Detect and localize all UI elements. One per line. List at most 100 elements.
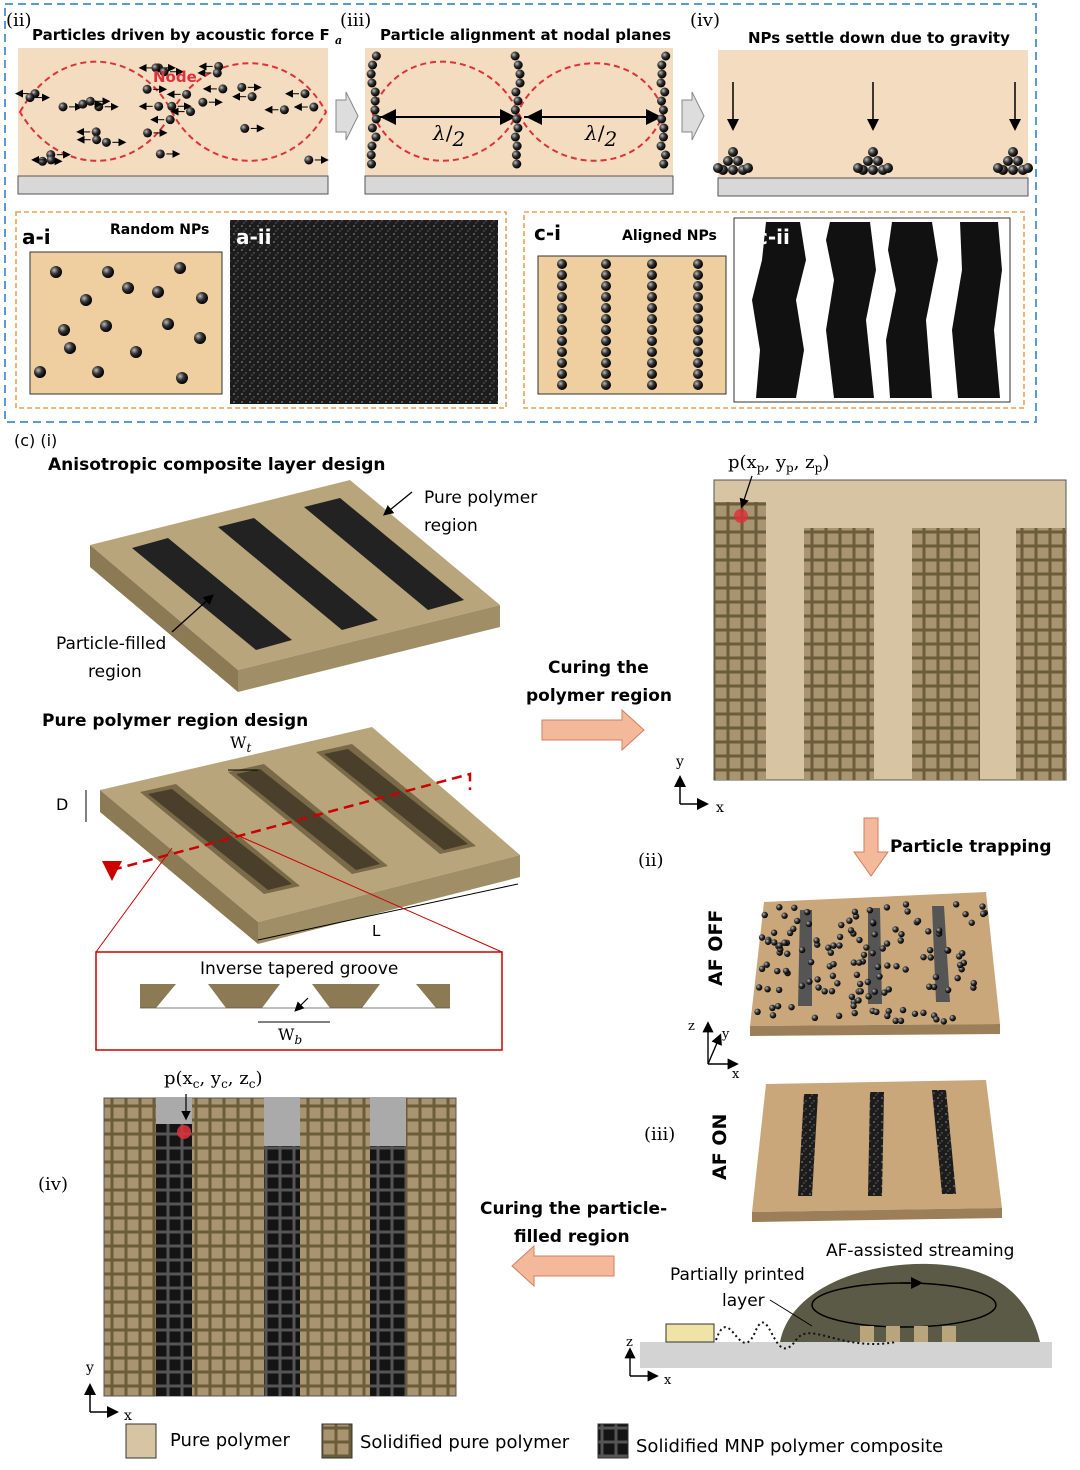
nanoparticle xyxy=(902,966,909,973)
groove-trapezoid xyxy=(416,984,450,1008)
nanoparticle xyxy=(959,950,966,957)
nanoparticle xyxy=(874,963,882,971)
nanoparticle xyxy=(782,967,790,975)
filled-region-label-2: region xyxy=(88,662,142,682)
nanoparticle xyxy=(871,931,878,938)
nanoparticle xyxy=(515,78,525,88)
nanoparticle xyxy=(80,294,92,306)
wb-label: Wb xyxy=(278,1025,302,1047)
nanoparticle xyxy=(885,1007,892,1015)
a-ii-label: a-ii xyxy=(236,225,272,249)
nanoparticle xyxy=(658,132,668,142)
streaming-label: AF-assisted streaming xyxy=(826,1241,1014,1261)
nanoparticle xyxy=(850,1002,857,1010)
groove-title: Inverse tapered groove xyxy=(200,959,398,979)
nanoparticle xyxy=(162,318,174,330)
nanoparticle xyxy=(871,988,878,995)
pure-region-label: Pure polymer xyxy=(424,488,537,508)
nanoparticle xyxy=(218,84,228,94)
nanoparticle xyxy=(830,960,837,968)
layer-tab xyxy=(914,1326,928,1342)
nanoparticle xyxy=(851,1009,858,1017)
nanoparticle xyxy=(515,69,525,79)
nanoparticle xyxy=(647,303,657,313)
composite-column xyxy=(370,1146,406,1396)
nanoparticle xyxy=(693,270,703,280)
nanoparticle xyxy=(855,959,863,966)
nanoparticle xyxy=(58,102,68,112)
nanoparticle xyxy=(512,159,522,169)
nanoparticle xyxy=(647,336,657,346)
nanoparticle xyxy=(94,102,104,112)
nanoparticle xyxy=(557,358,567,368)
nanoparticle xyxy=(825,944,832,951)
nanoparticle xyxy=(657,114,667,124)
nanoparticle xyxy=(656,78,666,88)
curing2-label: Curing the particle- xyxy=(480,1199,667,1219)
nanoparticle xyxy=(968,919,975,926)
nanoparticle xyxy=(728,165,738,175)
lambda-half-2: λ/2 xyxy=(584,121,617,151)
nanoparticle xyxy=(511,150,521,160)
pure-design-title: Pure polymer region design xyxy=(42,711,308,731)
nanoparticle xyxy=(873,156,883,166)
c-ii-stripe xyxy=(952,222,1002,398)
nanoparticle xyxy=(911,1010,919,1017)
nanoparticle xyxy=(601,347,611,357)
nanoparticle xyxy=(647,369,657,379)
nanoparticle xyxy=(92,135,102,145)
nanoparticle xyxy=(601,259,611,269)
nanoparticle xyxy=(743,163,753,173)
nanoparticle xyxy=(122,282,134,294)
nanoparticle xyxy=(46,155,56,165)
nanoparticle xyxy=(513,60,523,70)
panel-ii-title-sub: a xyxy=(335,34,342,47)
wt-label: Wt xyxy=(230,733,251,755)
nanoparticle xyxy=(869,919,877,926)
nanoparticle xyxy=(856,936,863,944)
nanoparticle xyxy=(647,259,657,269)
nanoparticle xyxy=(868,147,878,157)
arrow-right-icon xyxy=(541,708,645,752)
legend-swatch-composite xyxy=(597,1423,629,1459)
nanoparticle xyxy=(902,901,910,908)
nanoparticle xyxy=(279,105,289,115)
nanoparticle xyxy=(954,974,961,982)
nanoparticle xyxy=(647,270,657,280)
nanoparticle xyxy=(647,358,657,368)
nanoparticle xyxy=(159,67,169,77)
nanoparticle xyxy=(174,262,186,274)
nanoparticle xyxy=(774,1002,782,1010)
nanoparticle xyxy=(775,986,783,994)
pointer-line xyxy=(171,594,214,633)
nanoparticle xyxy=(100,320,112,332)
panel-iii-label: (iii) xyxy=(340,10,371,31)
nanoparticle xyxy=(834,980,841,987)
axis-z-label: z xyxy=(626,1335,633,1350)
partial-label: Partially printed xyxy=(670,1265,805,1285)
nanoparticle xyxy=(693,292,703,302)
nanoparticle xyxy=(300,89,310,99)
nanoparticle xyxy=(557,259,567,269)
nanoparticle xyxy=(557,314,567,324)
nanoparticle xyxy=(142,84,152,94)
nanoparticle xyxy=(788,1003,795,1011)
nanoparticle xyxy=(920,1009,927,1017)
nanoparticle xyxy=(693,369,703,379)
panel-ii-label: (ii) xyxy=(6,10,32,31)
nanoparticle xyxy=(728,147,738,157)
nanoparticle xyxy=(165,115,175,125)
nanoparticle xyxy=(601,336,611,346)
nanoparticle xyxy=(182,89,192,99)
legend-swatch-solid xyxy=(321,1423,353,1459)
nanoparticle xyxy=(25,93,35,103)
nanoparticle xyxy=(658,105,668,115)
nanoparticle xyxy=(154,101,164,111)
af-on-plate xyxy=(752,1080,1002,1222)
nanoparticle xyxy=(647,292,657,302)
nanoparticle xyxy=(863,156,873,166)
composite-column xyxy=(156,1124,192,1396)
nanoparticle xyxy=(926,946,934,954)
grid-block xyxy=(912,528,980,780)
nanoparticle xyxy=(657,69,667,79)
